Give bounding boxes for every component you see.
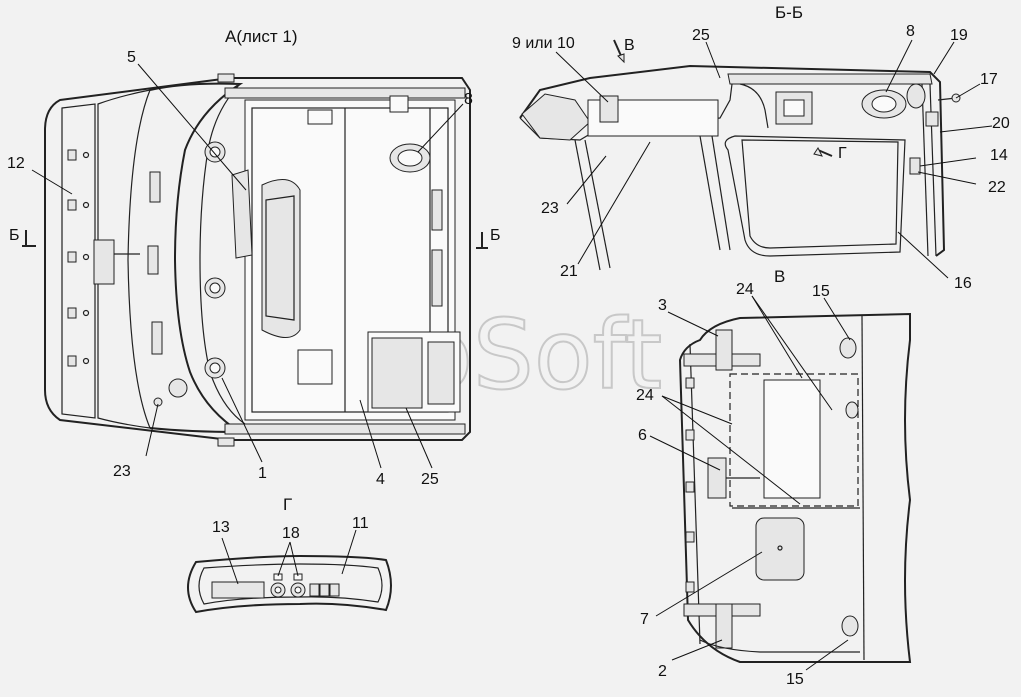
callout-bb-7: 22 [988, 179, 1006, 196]
view-bb [519, 64, 961, 271]
view-g-title: Г [283, 495, 292, 514]
view-a-title: А(лист 1) [225, 27, 298, 46]
callout-bb-4: 17 [980, 71, 998, 88]
callout-bb-9: 23 [541, 200, 559, 217]
callout-a-4: 1 [258, 465, 267, 482]
view-v [678, 312, 912, 663]
view-a-callouts: 5 8 12 23 1 4 25 [7, 49, 473, 488]
callout-g-1: 18 [282, 525, 300, 542]
callout-bb-6: 14 [990, 147, 1008, 164]
switch-column [67, 149, 90, 367]
callout-bb-1: 25 [692, 27, 710, 44]
callout-v-2: 15 [812, 283, 830, 300]
callout-bb-3: 19 [950, 27, 968, 44]
callout-a-6: 25 [421, 471, 439, 488]
callout-a-1: 8 [464, 91, 473, 108]
callout-g-0: 13 [212, 519, 230, 536]
callout-bb-2: 8 [906, 23, 915, 40]
view-bb-title: Б-Б [775, 3, 803, 22]
callout-a-0: 5 [127, 49, 136, 66]
view-bb-callouts: 9 или 10 25 8 19 17 20 14 22 16 23 21 [512, 23, 1010, 292]
callout-v-7: 15 [786, 671, 804, 688]
callout-v-6: 2 [658, 663, 667, 680]
view-arrow-v: В [624, 37, 635, 54]
callout-bb-5: 20 [992, 115, 1010, 132]
callout-a-3: 23 [113, 463, 131, 480]
callout-g-2: 11 [352, 515, 369, 532]
callout-bb-8: 16 [954, 275, 972, 292]
view-arrows: В Г [613, 37, 847, 162]
callout-a-5: 4 [376, 471, 385, 488]
view-g-callouts: 13 18 11 [212, 515, 369, 585]
callout-a-2: 12 [7, 155, 25, 172]
view-v-title: В [774, 267, 785, 286]
view-v-callouts: 3 24 15 24 6 7 2 15 [636, 281, 851, 688]
callout-v-0: 3 [658, 297, 667, 314]
callout-v-4: 6 [638, 427, 647, 444]
callout-v-1: 24 [736, 281, 754, 298]
section-marks: Б Б [9, 227, 501, 249]
callout-v-5: 7 [640, 611, 649, 628]
view-a [44, 73, 471, 447]
view-g [187, 554, 392, 614]
callout-bb-0: 9 или 10 [512, 35, 575, 52]
section-mark-left: Б [9, 227, 20, 244]
section-mark-right: Б [490, 227, 501, 244]
callout-v-3: 24 [636, 387, 654, 404]
callout-bb-10: 21 [560, 263, 578, 280]
view-arrow-g: Г [838, 145, 847, 162]
